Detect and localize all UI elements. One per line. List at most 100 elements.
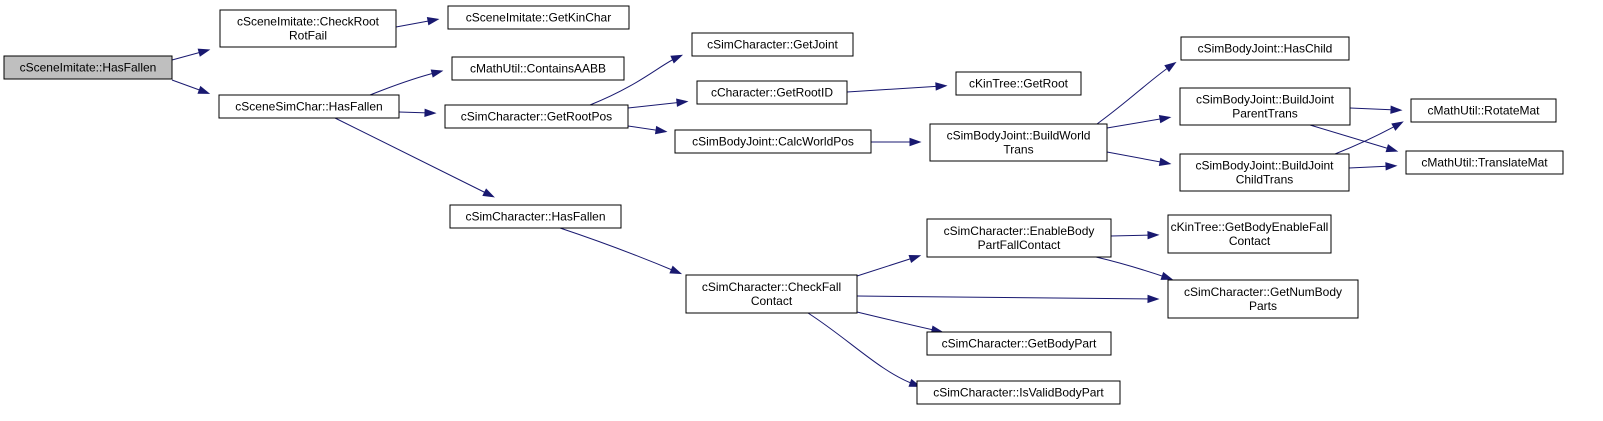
node-n22[interactable]: cSimCharacter::IsValidBodyPart bbox=[916, 380, 1121, 405]
arrowhead-n18-n20 bbox=[1160, 271, 1174, 280]
node-n0[interactable]: cSceneImitate::HasFallen bbox=[3, 55, 173, 80]
node-box bbox=[1167, 279, 1359, 319]
node-box bbox=[449, 204, 622, 229]
node-label: Contact bbox=[751, 294, 793, 308]
edge-n17-n20 bbox=[856, 295, 1155, 300]
node-label: cSimCharacter::GetRootPos bbox=[461, 110, 612, 124]
node-n4[interactable]: cMathUtil::ContainsAABB bbox=[451, 56, 625, 81]
node-label: Trans bbox=[1003, 143, 1033, 157]
arrowhead-n10-n11 bbox=[1164, 61, 1177, 73]
node-n9[interactable]: cSimBodyJoint::CalcWorldPos bbox=[674, 129, 872, 154]
node-layer: cSceneImitate::HasFallen cSceneImitate::C… bbox=[3, 5, 1564, 405]
edge-n10-n11 bbox=[1096, 64, 1173, 125]
node-label: cSimCharacter::CheckFall bbox=[702, 280, 841, 294]
node-box bbox=[685, 274, 858, 314]
node-label: cSceneImitate::GetKinChar bbox=[466, 11, 611, 25]
node-label: cMathUtil::ContainsAABB bbox=[470, 62, 606, 76]
edge-layer bbox=[171, 17, 1404, 387]
node-label: cKinTree::GetRoot bbox=[969, 77, 1069, 91]
node-n21[interactable]: cSimCharacter::GetBodyPart bbox=[926, 331, 1112, 356]
arrowhead-n3-n16 bbox=[482, 188, 495, 198]
arrowhead-n17-n20 bbox=[1147, 294, 1160, 304]
node-label: cSimBodyJoint::BuildJoint bbox=[1196, 93, 1335, 107]
node-label: cSimCharacter::GetNumBody bbox=[1184, 285, 1342, 299]
node-label: cMathUtil::TranslateMat bbox=[1421, 156, 1548, 170]
node-label: ParentTrans bbox=[1232, 107, 1298, 121]
edge-n12-n14 bbox=[1349, 107, 1398, 111]
arrowhead-n17-n18 bbox=[908, 254, 922, 263]
node-label: cSimBodyJoint::BuildJoint bbox=[1195, 159, 1334, 173]
node-label: Contact bbox=[1229, 234, 1271, 248]
arrowhead-n18-n19 bbox=[1147, 230, 1160, 240]
node-label: cMathUtil::RotateMat bbox=[1427, 104, 1540, 118]
node-n14[interactable]: cMathUtil::RotateMat bbox=[1410, 98, 1557, 123]
edge-n6-n5 bbox=[589, 56, 679, 106]
node-label: ChildTrans bbox=[1236, 173, 1294, 187]
arrowhead-n6-n7 bbox=[676, 98, 689, 107]
node-label: cSimCharacter::IsValidBodyPart bbox=[933, 386, 1104, 400]
node-label: cSimCharacter::HasFallen bbox=[465, 210, 605, 224]
edge-n17-n18 bbox=[856, 256, 917, 277]
arrowhead-n0-n3 bbox=[197, 85, 211, 94]
edge-n16-n17 bbox=[559, 227, 678, 273]
node-n11[interactable]: cSimBodyJoint::HasChild bbox=[1180, 36, 1350, 61]
arrowhead-n16-n17 bbox=[669, 265, 683, 275]
node-box bbox=[955, 71, 1082, 96]
arrowhead-n3-n4 bbox=[430, 69, 444, 78]
edge-n13-n15 bbox=[1348, 165, 1393, 169]
node-n3[interactable]: cSceneSimChar::HasFallen bbox=[218, 94, 400, 119]
node-box bbox=[1410, 98, 1557, 123]
node-box bbox=[929, 123, 1108, 162]
arrowhead-n1-n2 bbox=[426, 17, 440, 26]
edge-n10-n12 bbox=[1106, 117, 1167, 129]
node-box bbox=[447, 5, 630, 30]
node-label: cSimBodyJoint::HasChild bbox=[1198, 42, 1333, 56]
edge-n18-n20 bbox=[1095, 256, 1169, 279]
node-n2[interactable]: cSceneImitate::GetKinChar bbox=[447, 5, 630, 30]
node-label: cSimCharacter::GetBodyPart bbox=[942, 337, 1097, 351]
arrowhead-n0-n1 bbox=[197, 48, 211, 57]
node-box bbox=[691, 32, 854, 57]
arrowhead-n10-n13 bbox=[1158, 157, 1172, 166]
edge-n18-n19 bbox=[1110, 234, 1155, 237]
arrowhead-n7-n8 bbox=[935, 82, 948, 91]
node-box bbox=[1405, 150, 1564, 175]
node-n7[interactable]: cCharacter::GetRootID bbox=[696, 80, 848, 105]
node-label: PartFallContact bbox=[978, 238, 1061, 252]
node-label: cSimCharacter::GetJoint bbox=[707, 38, 838, 52]
node-label: cKinTree::GetBodyEnableFall bbox=[1171, 220, 1329, 234]
node-n15[interactable]: cMathUtil::TranslateMat bbox=[1405, 150, 1564, 175]
node-box bbox=[444, 104, 629, 129]
node-n16[interactable]: cSimCharacter::HasFallen bbox=[449, 204, 622, 229]
node-label: cSceneSimChar::HasFallen bbox=[235, 100, 382, 114]
node-label: cCharacter::GetRootID bbox=[711, 86, 833, 100]
edge-n17-n21 bbox=[856, 311, 939, 332]
arrowhead-n10-n12 bbox=[1158, 114, 1172, 124]
node-label: RotFail bbox=[289, 29, 327, 43]
node-label: cSceneImitate::HasFallen bbox=[20, 61, 157, 75]
node-box bbox=[218, 94, 400, 119]
node-n6[interactable]: cSimCharacter::GetRootPos bbox=[444, 104, 629, 129]
arrowhead-n13-n14 bbox=[1391, 121, 1404, 131]
node-box bbox=[3, 55, 173, 80]
edge-n12-n15 bbox=[1309, 124, 1394, 151]
node-box bbox=[1180, 36, 1350, 61]
node-box bbox=[916, 380, 1121, 405]
node-box bbox=[451, 56, 625, 81]
node-n5[interactable]: cSimCharacter::GetJoint bbox=[691, 32, 854, 57]
edge-n3-n4 bbox=[369, 71, 439, 96]
edge-n6-n7 bbox=[627, 101, 684, 109]
edge-n7-n8 bbox=[846, 85, 943, 93]
node-n8[interactable]: cKinTree::GetRoot bbox=[955, 71, 1082, 96]
node-box bbox=[674, 129, 872, 154]
arrowhead-n9-n10 bbox=[909, 137, 922, 147]
node-label: cSimBodyJoint::BuildWorld bbox=[947, 129, 1091, 143]
